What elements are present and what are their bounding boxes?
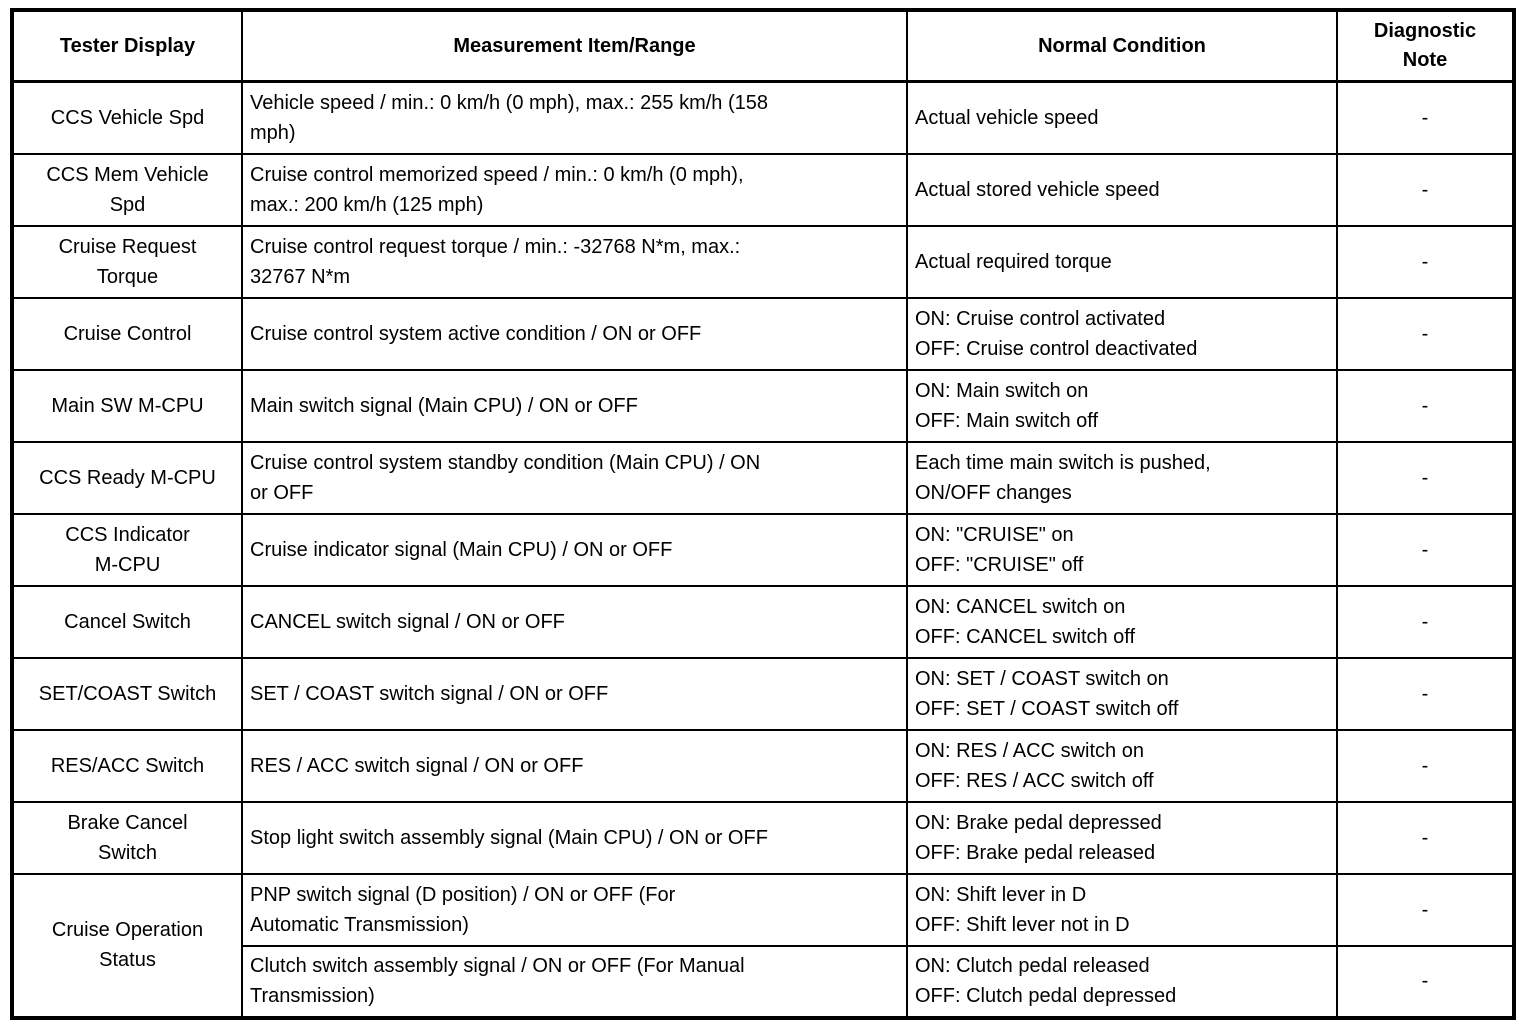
tester-display-cell-rowspan: Cruise Operation Status	[11, 872, 243, 1019]
diagnostic-note-cell: -	[1336, 296, 1515, 371]
measurement-cell: Vehicle speed / min.: 0 km/h (0 mph), ma…	[241, 80, 908, 155]
measurement-cell: SET / COAST switch signal / ON or OFF	[241, 656, 908, 731]
tester-display-cell: SET/COAST Switch	[11, 656, 243, 731]
tester-display-cell: Cancel Switch	[11, 584, 243, 659]
normal-condition-cell: Actual vehicle speed	[906, 80, 1338, 155]
normal-condition-cell: ON: Clutch pedal released OFF: Clutch pe…	[906, 944, 1338, 1019]
tester-display-cell: CCS Ready M-CPU	[11, 440, 243, 515]
table-row: Main SW M-CPU Main switch signal (Main C…	[11, 368, 1515, 443]
diagnostic-note-cell: -	[1336, 368, 1515, 443]
table-row: CCS Vehicle Spd Vehicle speed / min.: 0 …	[11, 80, 1515, 155]
measurement-cell: Cruise control system active condition /…	[241, 296, 908, 371]
table-row: SET/COAST Switch SET / COAST switch sign…	[11, 656, 1515, 731]
header-tester-display: Tester Display	[11, 9, 243, 83]
normal-condition-cell: ON: Cruise control activated OFF: Cruise…	[906, 296, 1338, 371]
diagnostic-note-cell: -	[1336, 512, 1515, 587]
table-row: Brake Cancel Switch Stop light switch as…	[11, 800, 1515, 875]
diagnostic-note-cell: -	[1336, 656, 1515, 731]
tester-display-cell: CCS Indicator M-CPU	[11, 512, 243, 587]
normal-condition-cell: ON: SET / COAST switch on OFF: SET / COA…	[906, 656, 1338, 731]
normal-condition-cell: ON: RES / ACC switch on OFF: RES / ACC s…	[906, 728, 1338, 803]
table-row: CCS Indicator M-CPU Cruise indicator sig…	[11, 512, 1515, 587]
normal-condition-cell: Actual required torque	[906, 224, 1338, 299]
tester-display-cell: Cruise Request Torque	[11, 224, 243, 299]
table-row: Cruise Request Torque Cruise control req…	[11, 224, 1515, 299]
table-row: CCS Mem Vehicle Spd Cruise control memor…	[11, 152, 1515, 227]
diagnostic-note-cell: -	[1336, 80, 1515, 155]
measurement-cell: Cruise control system standby condition …	[241, 440, 908, 515]
normal-condition-cell: Each time main switch is pushed, ON/OFF …	[906, 440, 1338, 515]
header-diagnostic-note: Diagnostic Note	[1336, 9, 1515, 83]
data-list-table: Tester Display Measurement Item/Range No…	[10, 8, 1516, 1020]
diagnostic-note-cell: -	[1336, 800, 1515, 875]
tester-display-cell: CCS Vehicle Spd	[11, 80, 243, 155]
header-normal-condition: Normal Condition	[906, 9, 1338, 83]
table-row-cruise-operation-status: Cruise Operation Status PNP switch signa…	[11, 872, 1515, 1019]
measurement-cell: PNP switch signal (D position) / ON or O…	[241, 872, 908, 947]
header-measurement-item-range: Measurement Item/Range	[241, 9, 908, 83]
diagnostic-note-cell: -	[1336, 728, 1515, 803]
normal-condition-cell: ON: CANCEL switch on OFF: CANCEL switch …	[906, 584, 1338, 659]
diagnostic-note-cell: -	[1336, 152, 1515, 227]
measurement-cell: Cruise control memorized speed / min.: 0…	[241, 152, 908, 227]
table-row: CCS Ready M-CPU Cruise control system st…	[11, 440, 1515, 515]
measurement-cell: Clutch switch assembly signal / ON or OF…	[241, 944, 908, 1019]
diagnostic-note-cell: -	[1336, 440, 1515, 515]
normal-condition-cell: ON: Shift lever in D OFF: Shift lever no…	[906, 872, 1338, 947]
normal-condition-cell: Actual stored vehicle speed	[906, 152, 1338, 227]
tester-display-cell: Brake Cancel Switch	[11, 800, 243, 875]
table-row: Cruise Control Cruise control system act…	[11, 296, 1515, 371]
measurement-cell: Main switch signal (Main CPU) / ON or OF…	[241, 368, 908, 443]
tester-display-cell: CCS Mem Vehicle Spd	[11, 152, 243, 227]
table-row: RES/ACC Switch RES / ACC switch signal /…	[11, 728, 1515, 803]
normal-condition-cell: ON: Main switch on OFF: Main switch off	[906, 368, 1338, 443]
normal-condition-cell: ON: "CRUISE" on OFF: "CRUISE" off	[906, 512, 1338, 587]
diagnostic-note-cell: -	[1336, 944, 1515, 1019]
tester-display-cell: Main SW M-CPU	[11, 368, 243, 443]
tester-display-cell: Cruise Control	[11, 296, 243, 371]
measurement-cell: Stop light switch assembly signal (Main …	[241, 800, 908, 875]
measurement-cell: Cruise control request torque / min.: -3…	[241, 224, 908, 299]
diagnostic-note-cell: -	[1336, 584, 1515, 659]
diagnostic-note-cell: -	[1336, 872, 1515, 947]
measurement-cell: Cruise indicator signal (Main CPU) / ON …	[241, 512, 908, 587]
measurement-cell: RES / ACC switch signal / ON or OFF	[241, 728, 908, 803]
normal-condition-cell: ON: Brake pedal depressed OFF: Brake ped…	[906, 800, 1338, 875]
tester-display-cell: RES/ACC Switch	[11, 728, 243, 803]
table-row: Cancel Switch CANCEL switch signal / ON …	[11, 584, 1515, 659]
table-row-cruise-operation-status-sub: Clutch switch assembly signal / ON or OF…	[12, 944, 1515, 1019]
diagnostic-note-cell: -	[1336, 224, 1515, 299]
table-header-row: Tester Display Measurement Item/Range No…	[11, 9, 1515, 83]
measurement-cell: CANCEL switch signal / ON or OFF	[241, 584, 908, 659]
